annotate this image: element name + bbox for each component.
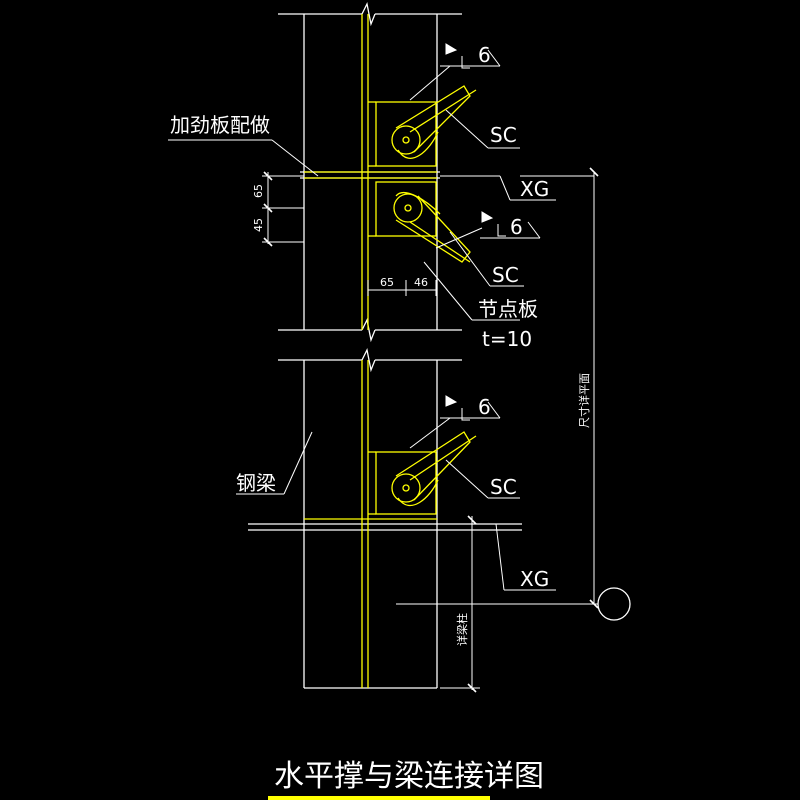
dim-mid-label: 详梁柱: [455, 613, 469, 646]
weld-size-mid: 6: [510, 215, 523, 239]
dim-46-horizontal: 46: [414, 276, 428, 289]
weld-size-bot: 6: [478, 395, 491, 419]
title-underline: [268, 796, 490, 800]
dim-ticks: [263, 167, 599, 693]
dim-65-horizontal: 65: [380, 276, 394, 289]
gusset-thickness: t=10: [482, 327, 532, 351]
dim-right-label: 尺寸详平面: [577, 373, 591, 428]
dim-45-vertical: 45: [252, 218, 265, 232]
xg-label-bot: XG: [520, 567, 549, 591]
weld-flags: [445, 43, 506, 421]
beam-label: 钢梁: [236, 471, 276, 495]
stiffener-label: 加劲板配做: [170, 113, 270, 137]
weld-size-top: 6: [478, 43, 491, 67]
sc-label-bot: SC: [490, 475, 517, 499]
axis-bubble: [597, 587, 631, 621]
sc-label-mid: SC: [492, 263, 519, 287]
leaders: [168, 49, 598, 690]
sc-label-top: SC: [490, 123, 517, 147]
beam-outline: [248, 2, 522, 689]
gusset-connection-mid: [368, 181, 471, 263]
gusset-connection-bot: [368, 431, 477, 515]
gusset-label: 节点板: [478, 297, 538, 321]
drawing-title: 水平撑与梁连接详图: [274, 759, 544, 794]
gusset-connection-top: [368, 85, 477, 167]
web-plates: [304, 14, 437, 688]
dim-65-vertical: 65: [252, 184, 265, 198]
xg-label-top: XG: [520, 177, 549, 201]
